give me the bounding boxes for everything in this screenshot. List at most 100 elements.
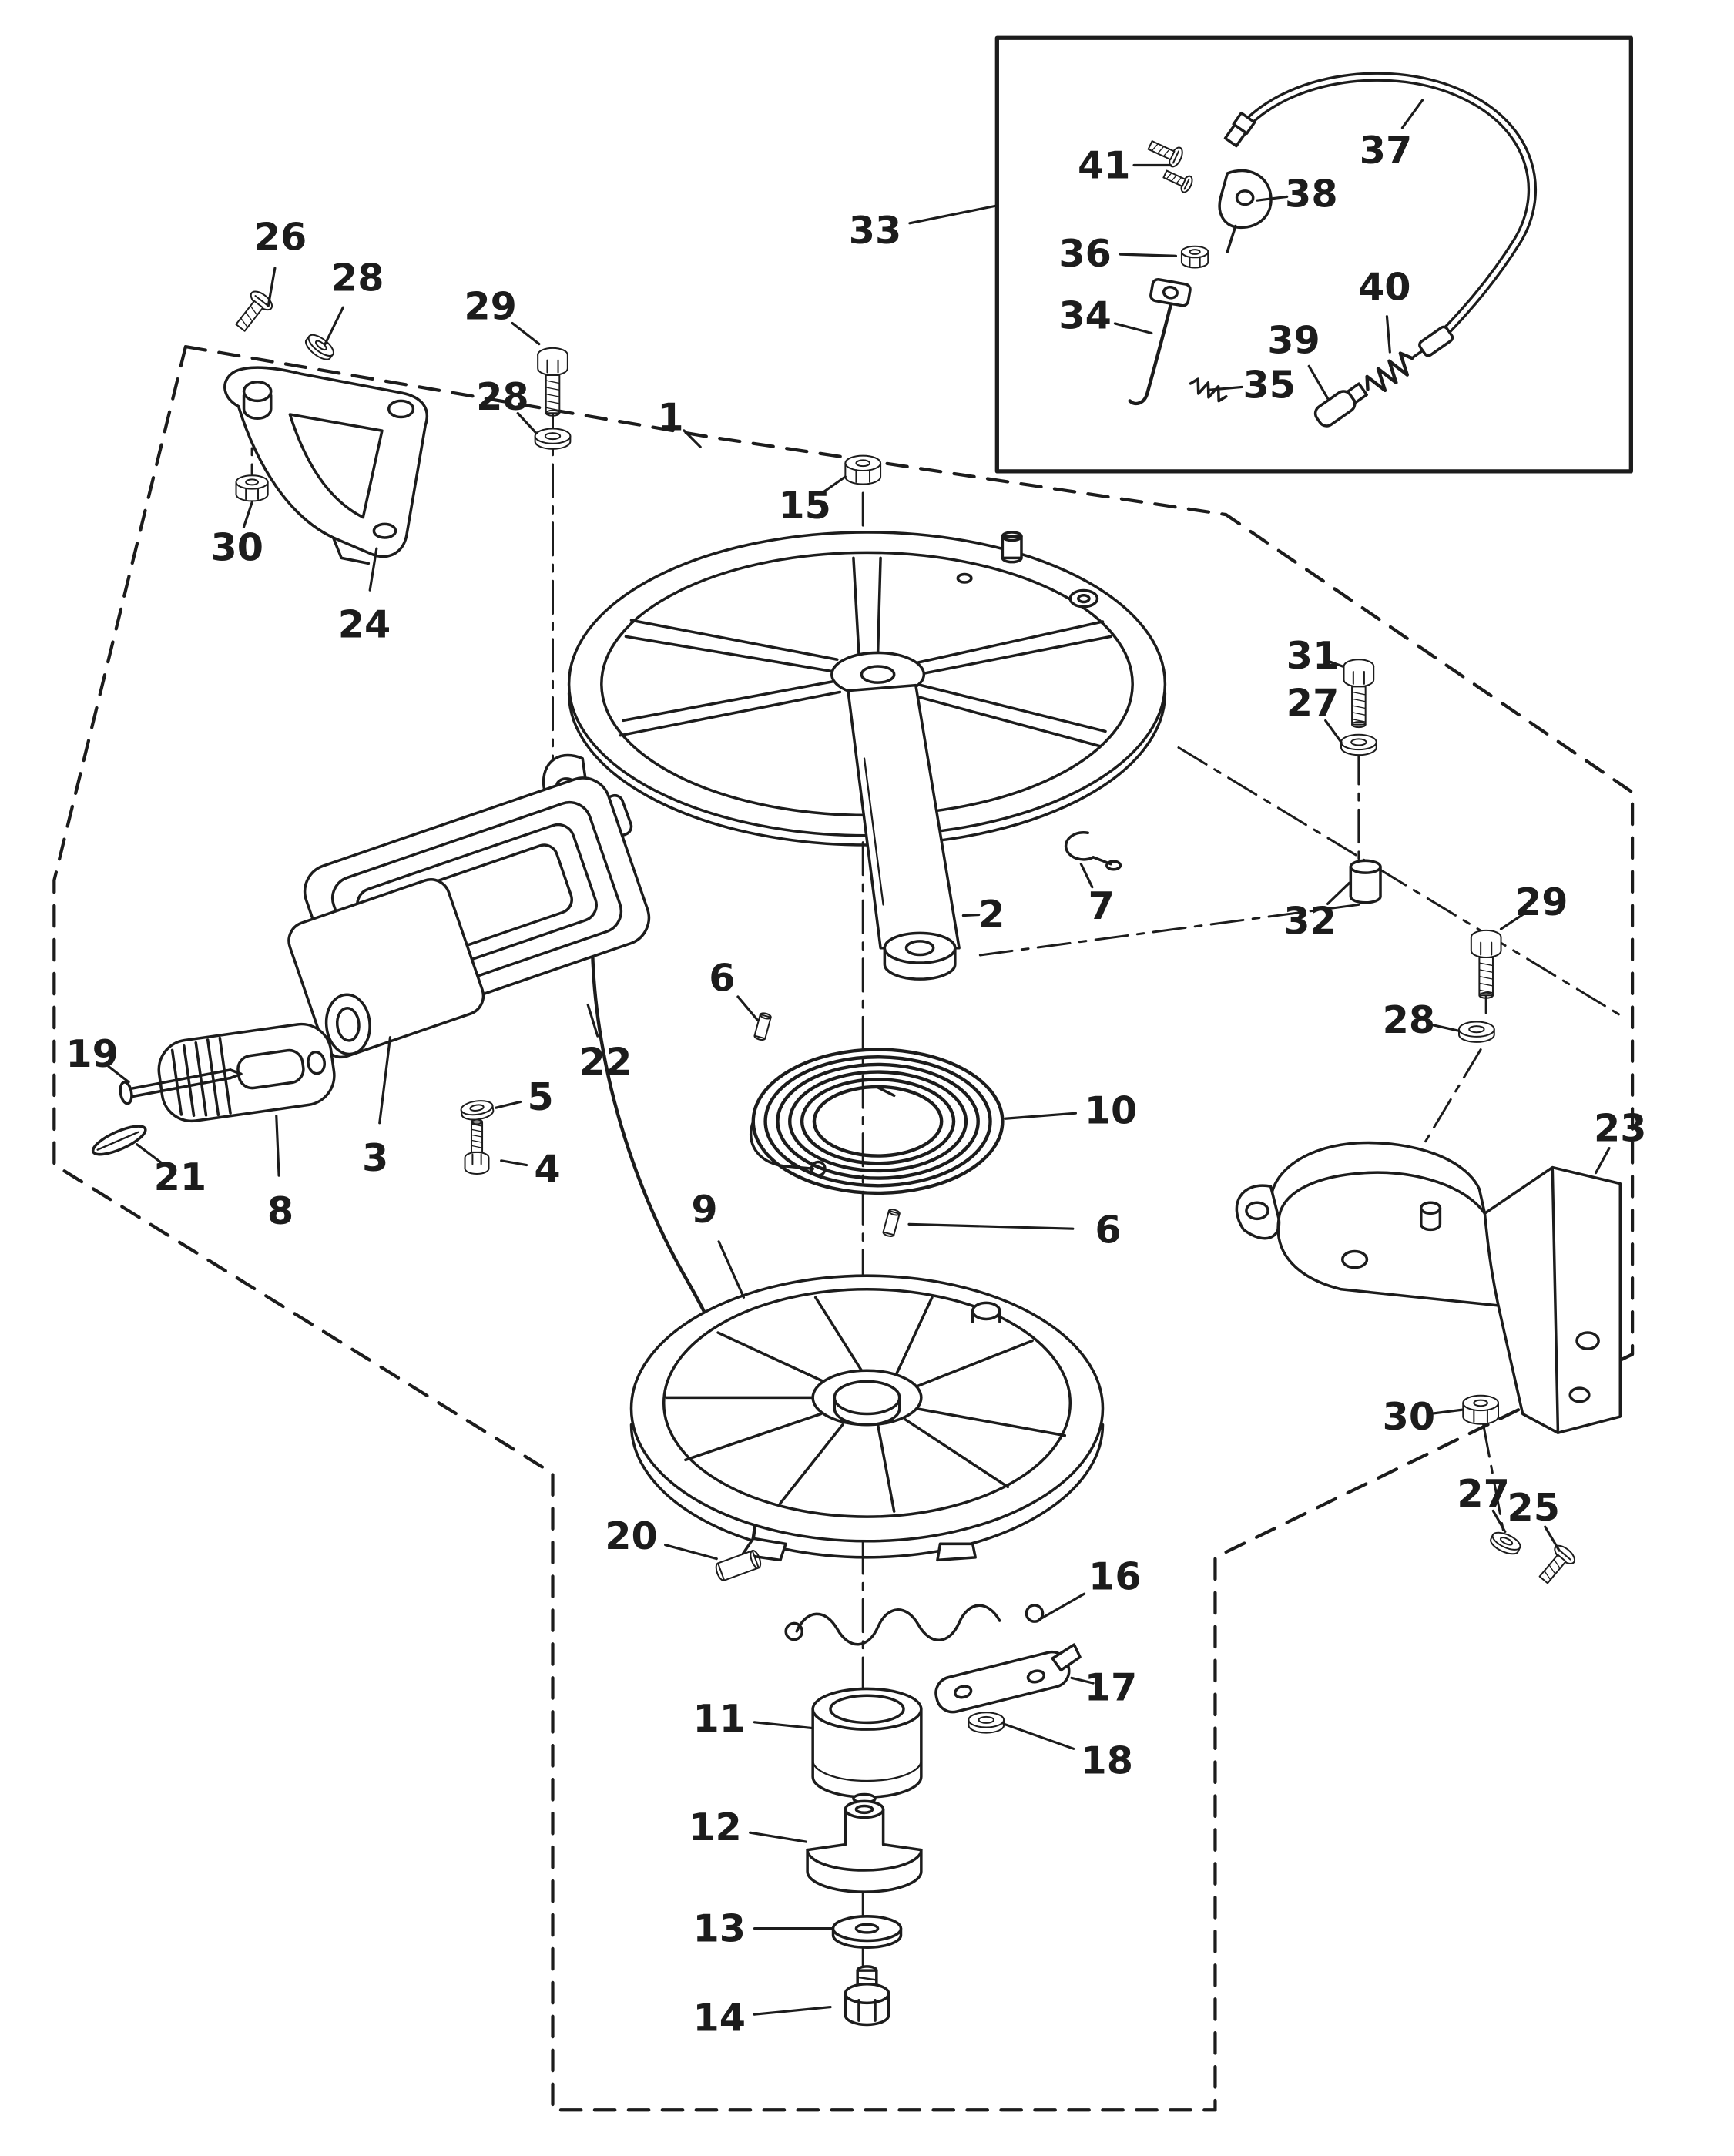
part-callout-10: 10 [1085,1088,1138,1133]
screw-41b-drawing [1160,165,1196,196]
bushing-11-drawing [811,1687,923,1799]
screw-26-drawing [230,288,275,335]
retainer-clip-drawing [1064,831,1122,871]
part-callout-25: 25 [1507,1485,1560,1530]
nut-15-drawing [844,454,882,486]
part-callout-38: 38 [1285,171,1338,216]
leader-line-24 [368,547,378,592]
leader-line-30 [242,501,253,528]
leader-line-8 [275,1115,280,1177]
part-callout-32: 32 [1283,899,1337,944]
washer-27b-drawing [1487,1527,1524,1559]
part-callout-28: 28 [476,374,529,419]
inset-border [994,35,1633,474]
part-callout-36: 36 [1058,231,1112,276]
part-callout-13: 13 [693,1906,746,1951]
part-callout-39: 39 [1267,317,1320,362]
part-callout-28: 28 [1383,998,1436,1042]
part-callout-24: 24 [338,602,391,647]
leader-line-12 [749,1831,807,1843]
part-callout-4: 4 [534,1146,560,1191]
part-callout-30: 30 [1383,1394,1436,1439]
leader-line-14 [753,2006,832,2016]
leader-line-27 [1491,1509,1507,1534]
bolt-14-drawing [844,1965,890,2027]
leader-line-7 [1079,863,1094,889]
friction-spring-drawing [784,1604,1045,1646]
drive-pin-6a-drawing [753,1011,773,1042]
leader-line-30 [1431,1408,1464,1415]
part-callout-17: 17 [1085,1665,1138,1710]
leader-line-32 [1326,881,1351,905]
leader-line-28 [1429,1023,1459,1032]
part-callout-22: 22 [579,1039,632,1084]
nut-30a-drawing [234,474,270,503]
part-callout-19: 19 [65,1031,119,1076]
washer-27a-drawing [1340,733,1378,756]
part-callout-21: 21 [154,1155,207,1199]
leader-line-15 [821,475,847,494]
rope-pulley-drawing [629,1274,1105,1562]
leader-line-39 [1307,364,1330,400]
part-callout-30: 30 [210,525,263,569]
part-callout-15: 15 [778,483,831,528]
bolt-29a-drawing [536,347,569,417]
part-callout-20: 20 [605,1514,658,1558]
leader-line-31 [1324,659,1344,668]
cable-end-fitting-drawing [1412,325,1454,358]
screw-25-drawing [1533,1541,1579,1589]
upper-mount-bracket-drawing [223,366,429,565]
washer-13-drawing [831,1915,903,1949]
part-callout-9: 9 [691,1187,717,1232]
part-callout-28: 28 [331,255,384,300]
cable-upper-fitting-drawing [1223,111,1256,148]
leader-line-36 [1119,253,1178,257]
leader-line-33 [908,204,998,225]
part-callout-7: 7 [1088,884,1115,928]
part-callout-26: 26 [254,215,307,260]
rope-anchor-drawing [91,1125,147,1156]
part-callout-6: 6 [709,955,735,1000]
leader-line-34 [1113,322,1153,335]
starter-housing-drawing [542,531,1167,981]
spacer-32-drawing [1349,859,1382,904]
part-callout-3: 3 [362,1135,388,1180]
leader-line-21 [136,1143,163,1164]
pawl-plate-drawing [934,1643,1082,1714]
throttle-cable-inset [994,35,1633,474]
washer-28c-drawing [1457,1020,1496,1044]
leader-line-20 [664,1544,718,1561]
handle-grip-drawing [157,1022,336,1123]
leader-line-28 [516,411,538,435]
leader-line-16 [1038,1592,1086,1621]
part-callout-23: 23 [1594,1106,1647,1151]
bolt-4-drawing [464,1118,490,1175]
rear-mount-bracket-drawing [1235,1141,1622,1434]
part-callout-2: 2 [978,892,1005,937]
leader-line-4 [500,1159,528,1167]
bolt-31-drawing [1342,658,1375,729]
leader-line-26 [267,267,277,307]
part-callout-29: 29 [1515,880,1568,924]
leader-line-23 [1595,1147,1611,1175]
part-callout-37: 37 [1360,128,1413,173]
leader-line-3 [378,1036,392,1125]
part-callout-34: 34 [1058,293,1112,338]
drive-pin-6b-drawing [881,1207,902,1239]
part-callout-11: 11 [693,1696,746,1741]
part-callout-29: 29 [464,283,517,328]
leader-line-9 [717,1240,746,1299]
anchor-pin-drawing [119,1068,243,1105]
part-callout-16: 16 [1088,1554,1142,1599]
leader-line-28 [324,306,344,346]
leader-line-11 [753,1721,813,1730]
cable-bracket-38-drawing [1218,169,1273,253]
leader-line-40 [1385,315,1391,354]
part-callout-18: 18 [1081,1739,1134,1783]
bushing-12-drawing [806,1792,923,1893]
leader-line-10 [1004,1112,1078,1120]
leader-line-6 [907,1222,1075,1230]
part-callout-33: 33 [849,208,902,253]
